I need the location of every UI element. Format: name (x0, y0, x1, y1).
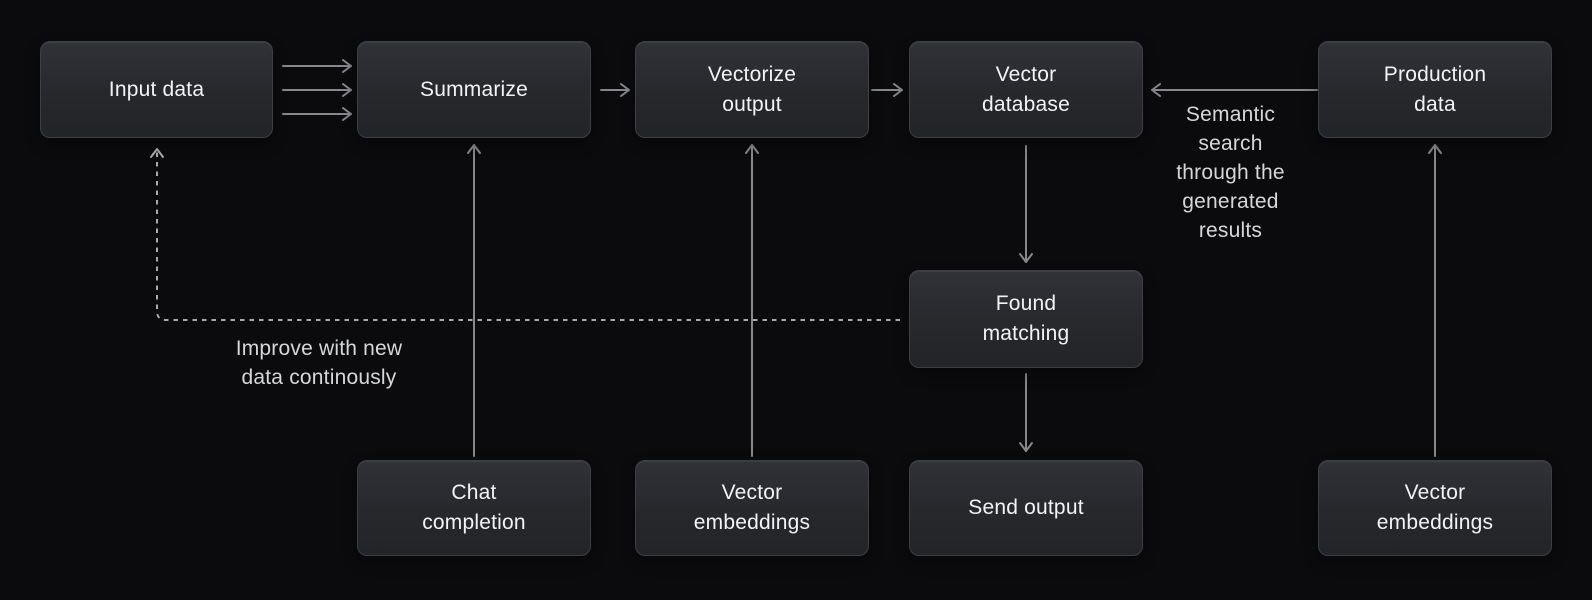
node-vectorize-output: Vectorize output (635, 41, 869, 138)
node-summarize-label: Summarize (420, 77, 528, 101)
arrow-dashed-feedback-loop (150, 148, 900, 321)
edge-label-improve-loop: Improve with new data continously (235, 337, 403, 389)
node-vector-embeddings-right-label: Vector embeddings (1376, 481, 1494, 534)
node-production-data-label: Production data (1383, 62, 1487, 116)
node-summarize: Summarize (357, 41, 591, 138)
node-vector-database: Vector database (909, 41, 1143, 138)
node-vector-embeddings-left-label: Vector embeddings (693, 481, 811, 534)
node-found-matching: Found matching (909, 270, 1143, 368)
node-vectorize-output-label: Vectorize output (707, 62, 797, 116)
node-chat-completion-label: Chat completion (422, 481, 526, 534)
node-vector-embeddings-right: Vector embeddings (1318, 460, 1552, 556)
node-send-output: Send output (909, 460, 1143, 556)
node-input-data: Input data (40, 41, 273, 138)
node-vector-database-label: Vector database (981, 62, 1070, 116)
node-production-data: Production data (1318, 41, 1552, 138)
node-chat-completion: Chat completion (357, 460, 591, 556)
node-found-matching-label: Found matching (982, 292, 1070, 345)
edge-label-semantic-search: Semantic search through the generated re… (1176, 103, 1285, 242)
node-send-output-label: Send output (968, 496, 1084, 519)
node-input-data-label: Input data (108, 77, 205, 101)
node-vector-embeddings-left: Vector embeddings (635, 460, 869, 556)
